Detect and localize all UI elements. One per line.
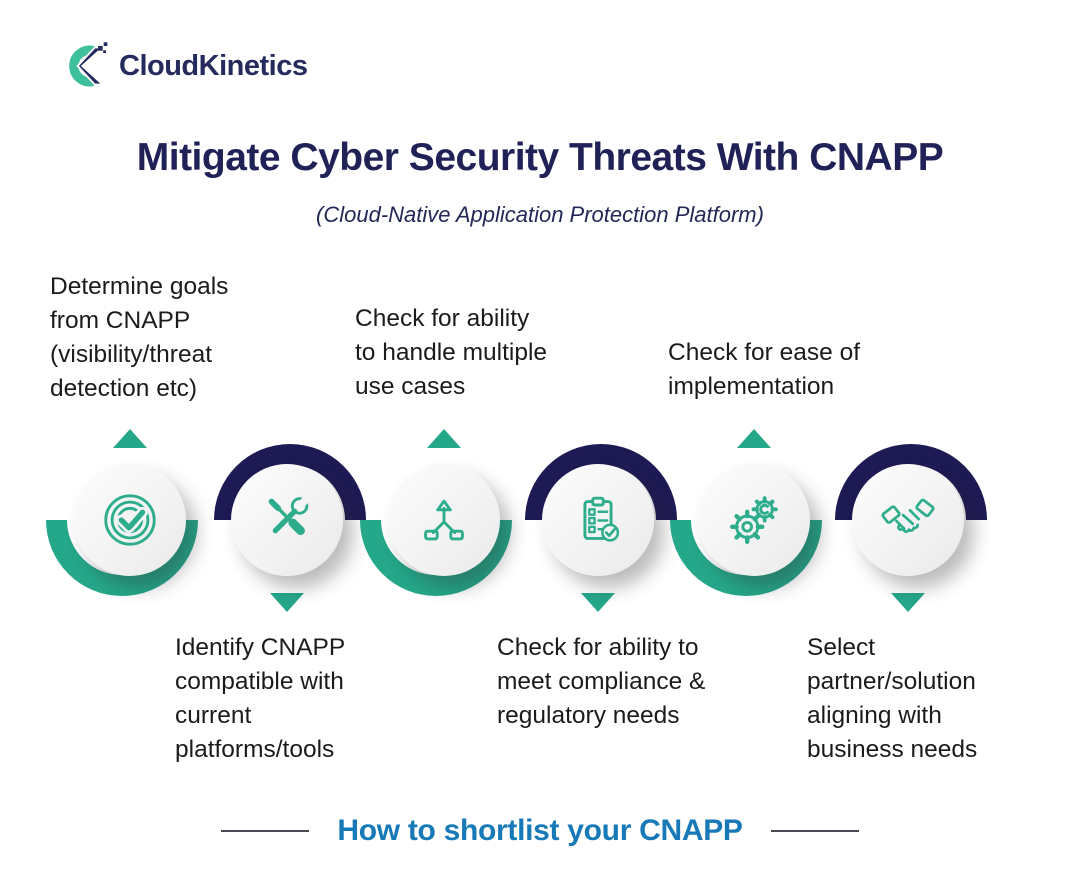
cloudkinetics-logo: CloudKinetics xyxy=(60,40,308,92)
checklist-icon xyxy=(583,496,620,542)
step-node-1 xyxy=(45,429,215,605)
arrow-down-icon xyxy=(891,593,925,612)
arrow-down-icon xyxy=(270,593,304,612)
step-circle-1 xyxy=(74,464,186,576)
teal-half-ring xyxy=(670,520,822,596)
arrow-up-icon xyxy=(427,429,461,448)
step-circle-3 xyxy=(388,464,500,576)
step-label-6: Select partner/solution aligning with bu… xyxy=(807,634,978,763)
teal-half-ring xyxy=(360,520,512,596)
step-node-3 xyxy=(359,429,529,605)
footer: How to shortlist your CNAPP xyxy=(0,814,1080,848)
step-node-6 xyxy=(823,435,993,612)
step-label-2: Identify CNAPP compatible with current p… xyxy=(175,634,346,763)
step-label-4: Check for ability to meet compliance & r… xyxy=(497,634,706,729)
branch-icon xyxy=(424,499,464,541)
arrow-up-icon xyxy=(113,429,147,448)
step-node-5 xyxy=(669,429,839,605)
navy-half-ring xyxy=(525,444,677,520)
step-node-4 xyxy=(513,435,683,612)
step-circle-2 xyxy=(231,464,343,576)
step-circle-6 xyxy=(852,464,964,576)
arrow-down-icon xyxy=(581,593,615,612)
gears-icon xyxy=(730,496,778,544)
step-circle-4 xyxy=(542,464,654,576)
footer-left-divider xyxy=(221,830,310,832)
target-check-icon xyxy=(104,494,156,546)
navy-half-ring xyxy=(835,444,987,520)
page-subtitle: (Cloud-Native Application Protection Pla… xyxy=(316,202,764,227)
step-label-5: Check for ease of implementation xyxy=(668,339,861,400)
step-label-1: Determine goals from CNAPP (visibility/t… xyxy=(50,273,229,402)
step-node-2 xyxy=(202,435,372,612)
step-circle-5 xyxy=(698,464,810,576)
teal-half-ring xyxy=(46,520,198,596)
page-title: Mitigate Cyber Security Threats With CNA… xyxy=(136,136,944,179)
tools-icon xyxy=(268,491,315,536)
arrow-up-icon xyxy=(737,429,771,448)
cloudkinetics-logo-icon xyxy=(69,42,108,87)
footer-right-divider xyxy=(770,830,859,832)
step-label-3: Check for ability to handle multiple use… xyxy=(355,305,548,400)
logo-brand-text: CloudKinetics xyxy=(119,49,308,82)
footer-title: How to shortlist your CNAPP xyxy=(337,814,743,847)
handshake-icon xyxy=(881,498,935,533)
navy-half-ring xyxy=(214,444,366,520)
